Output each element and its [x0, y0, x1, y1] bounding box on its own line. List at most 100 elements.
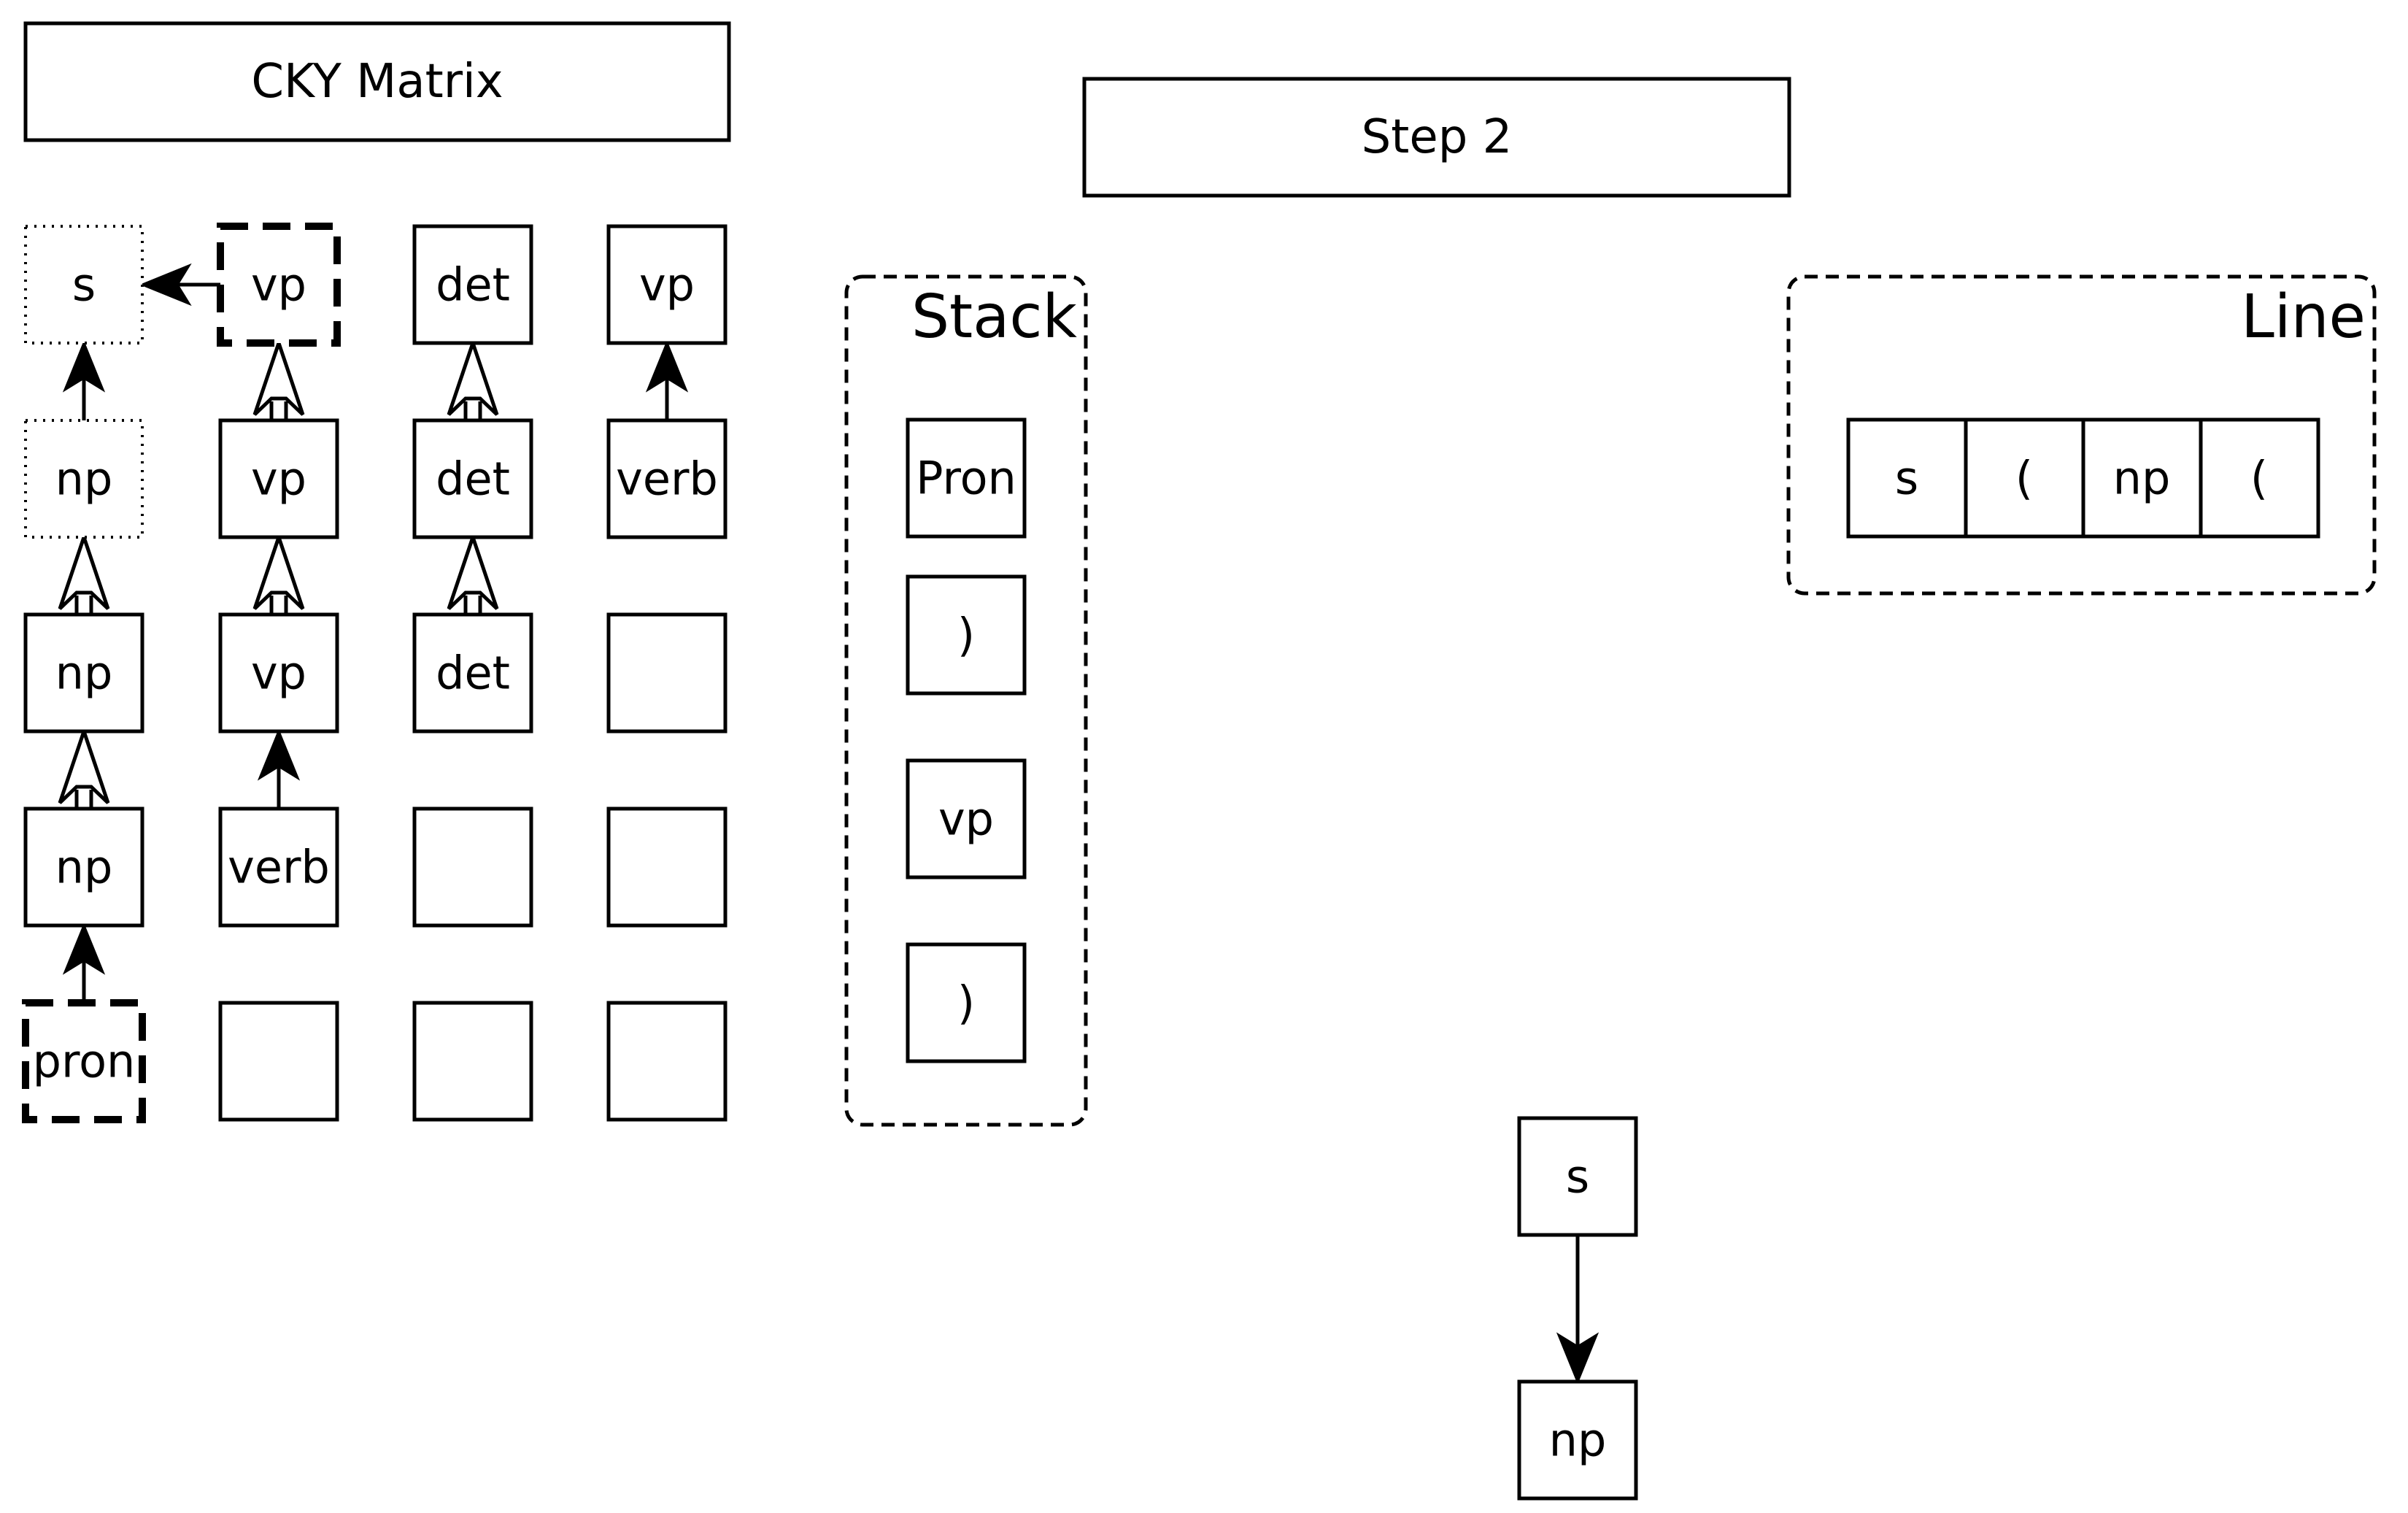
matrix-cell-2-0-np: np — [23, 612, 144, 734]
matrix-arrow-4 — [62, 923, 106, 1003]
matrix-cell-1-2-det: det — [412, 418, 533, 539]
matrix-cell-box — [23, 612, 144, 734]
matrix-cell-box — [24, 225, 144, 344]
matrix-cell-box — [218, 1001, 339, 1122]
matrix-cell-box — [412, 612, 533, 734]
matrix-cell-box — [24, 419, 144, 539]
line-item-label: ( — [2250, 452, 2268, 505]
filled-arrowhead — [62, 923, 106, 975]
matrix-cell-box — [23, 806, 144, 928]
filled-arrowhead — [1556, 1332, 1599, 1385]
matrix-cell-label: det — [436, 647, 510, 700]
tree-node-label: s — [1566, 1150, 1589, 1204]
tree-node-s: s — [1517, 1116, 1638, 1237]
matrix-cell-4-1-empty — [218, 1001, 339, 1122]
matrix-cell-0-3-vp: vp — [606, 224, 728, 345]
tree-node-np: np — [1517, 1379, 1638, 1501]
tree-edges — [1556, 1235, 1599, 1385]
matrix-cell-label: np — [55, 453, 113, 506]
matrix-cell-label: pron — [33, 1035, 136, 1088]
line-item-label: ( — [2015, 452, 2033, 505]
matrix-cell-label: np — [55, 647, 113, 700]
filled-arrowhead — [257, 728, 301, 781]
matrix-cell-box — [218, 806, 339, 928]
matrix-cell-box — [218, 612, 339, 734]
filled-arrowhead — [645, 340, 689, 393]
matrix-cell-box — [606, 1001, 728, 1122]
line-item-box — [2199, 417, 2320, 539]
matrix-arrow-6 — [252, 531, 305, 615]
stack-item-close-paren: ) — [906, 942, 1027, 1063]
matrix-arrow-5 — [252, 337, 305, 420]
stack-item-vp: vp — [906, 758, 1027, 879]
matrix-cell-0-0-s: s — [24, 225, 144, 344]
open-arrowhead — [58, 531, 110, 610]
matrix-arrow-0 — [139, 263, 220, 307]
matrix-arrow-8 — [447, 337, 499, 420]
step-title: Step 2 — [1362, 110, 1513, 164]
matrix-cell-label: verb — [616, 453, 718, 506]
matrix-cell-3-3-empty — [606, 806, 728, 928]
filled-arrowhead — [139, 263, 192, 307]
line-item-label: s — [1895, 452, 1918, 505]
matrix-cell-4-2-empty — [412, 1001, 533, 1122]
matrix-edges — [58, 263, 689, 1003]
matrix-arrow-9 — [447, 531, 499, 615]
matrix-cell-label: verb — [228, 841, 330, 894]
stack-item-close-paren: ) — [906, 574, 1027, 696]
line-item-label: np — [2113, 452, 2171, 505]
stack-item-label: vp — [938, 793, 994, 846]
matrix-cell-box — [606, 612, 728, 734]
matrix-cell-label: det — [436, 258, 510, 312]
open-arrowhead — [447, 531, 499, 610]
matrix-arrow-7 — [257, 728, 301, 809]
matrix-cell-3-1-verb: verb — [218, 806, 339, 928]
matrix-cell-label: vp — [251, 647, 306, 700]
filled-arrowhead — [62, 340, 106, 393]
stack-panel-label: Stack — [911, 282, 1078, 352]
open-arrowhead — [447, 337, 499, 416]
matrix-cell-0-1-vp: vp — [217, 223, 341, 347]
open-arrowhead — [252, 337, 305, 416]
matrix-cell-label: det — [436, 453, 510, 506]
stack-item-label: ) — [957, 977, 975, 1030]
matrix-cell-2-2-det: det — [412, 612, 533, 734]
stack-item-box — [906, 417, 1027, 539]
matrix-cell-label: vp — [251, 258, 306, 312]
line-item-open-paren: ( — [2199, 417, 2320, 539]
open-arrowhead — [252, 531, 305, 610]
line-item-open-paren: ( — [1964, 417, 2085, 539]
matrix-cell-box — [606, 806, 728, 928]
line-items: s ( np ( — [1846, 417, 2320, 539]
matrix-cell-box — [412, 224, 533, 345]
matrix-arrow-3 — [58, 725, 110, 809]
line-panel-label: Line — [2241, 282, 2366, 352]
tree-node-box — [1517, 1379, 1638, 1501]
cky-matrix: s vp det vp np vp det verb np vp det np verb pron — [22, 223, 728, 1123]
stack-item-label: Pron — [916, 452, 1016, 505]
matrix-title-box: CKY Matrix — [23, 21, 731, 142]
matrix-cell-2-1-vp: vp — [218, 612, 339, 734]
matrix-cell-1-1-vp: vp — [218, 418, 339, 539]
tree-node-box — [1517, 1116, 1638, 1237]
matrix-cell-label: np — [55, 841, 113, 894]
line-item-box — [1846, 417, 1968, 539]
matrix-cell-box — [412, 418, 533, 539]
matrix-cell-4-3-empty — [606, 1001, 728, 1122]
line-item-box — [1964, 417, 2085, 539]
matrix-cell-1-0-np: np — [24, 419, 144, 539]
stack-item-pron: Pron — [906, 417, 1027, 539]
matrix-title: CKY Matrix — [251, 55, 503, 109]
matrix-cell-box — [412, 806, 533, 928]
matrix-cell-box — [412, 1001, 533, 1122]
matrix-cell-label: vp — [251, 453, 306, 506]
parse-tree: s np — [1517, 1116, 1638, 1501]
matrix-cell-3-2-empty — [412, 806, 533, 928]
matrix-cell-label: s — [72, 258, 96, 312]
matrix-arrow-10 — [645, 340, 689, 420]
stack-item-box — [906, 758, 1027, 879]
tree-edge-0 — [1556, 1235, 1599, 1385]
matrix-cell-box — [606, 224, 728, 345]
open-arrowhead — [58, 725, 110, 804]
